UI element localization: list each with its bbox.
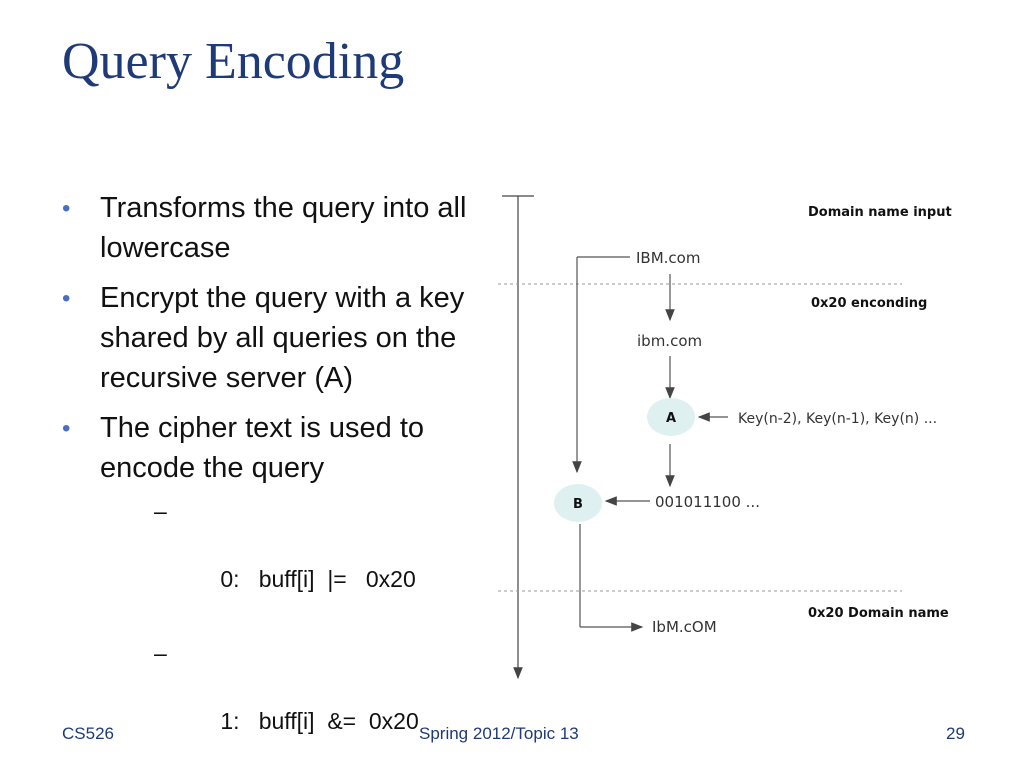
sub-bullet-item: – 0: buff[i] |= 0x20: [100, 494, 482, 630]
node-b-label: B: [573, 497, 583, 512]
bullet-text: The cipher text is used to encode the qu…: [100, 412, 424, 484]
bullet-text: Encrypt the query with a key shared by a…: [100, 282, 465, 394]
encoded-domain-text: IbM.cOM: [652, 618, 717, 636]
bullet-item: • Transforms the query into all lowercas…: [62, 188, 482, 268]
bullet-list: • Transforms the query into all lowercas…: [62, 188, 482, 782]
bullet-dot-icon: •: [62, 285, 71, 312]
dash-icon: –: [154, 498, 167, 524]
slide-title: Query Encoding: [62, 33, 405, 90]
footer-course: CS526: [62, 724, 114, 743]
node-b: [554, 484, 602, 522]
dash-icon: –: [154, 640, 167, 666]
bullet-item: • Encrypt the query with a key shared by…: [62, 278, 482, 398]
bullet-text: Transforms the query into all lowercase: [100, 192, 467, 264]
domain-name-output-label: 0x20 Domain name: [808, 606, 949, 621]
sub-bullet-item: – 1: buff[i] &= 0x20: [100, 636, 482, 772]
bullet-item: • The cipher text is used to encode the …: [62, 408, 482, 772]
domain-name-input-label: Domain name input: [808, 205, 952, 220]
bullet-dot-icon: •: [62, 415, 71, 442]
footer-page-number: 29: [946, 724, 965, 743]
original-domain-text: IBM.com: [636, 249, 700, 267]
encoding-diagram: Domain name input 0x20 enconding 0x20 Do…: [498, 195, 952, 680]
sub-bullet-text: 0: buff[i] |= 0x20: [220, 566, 416, 592]
encoding-label: 0x20 enconding: [811, 296, 927, 311]
node-a-label: A: [666, 411, 676, 426]
node-a: [647, 398, 695, 436]
footer-topic: Spring 2012/Topic 13: [419, 724, 579, 743]
cipher-bits-text: 001011100 ...: [655, 493, 760, 511]
sub-bullet-text: 1: buff[i] &= 0x20: [220, 708, 419, 734]
lowercase-domain-text: ibm.com: [637, 332, 702, 350]
bullet-dot-icon: •: [62, 195, 71, 222]
key-sequence-text: Key(n-2), Key(n-1), Key(n) ...: [738, 411, 937, 427]
